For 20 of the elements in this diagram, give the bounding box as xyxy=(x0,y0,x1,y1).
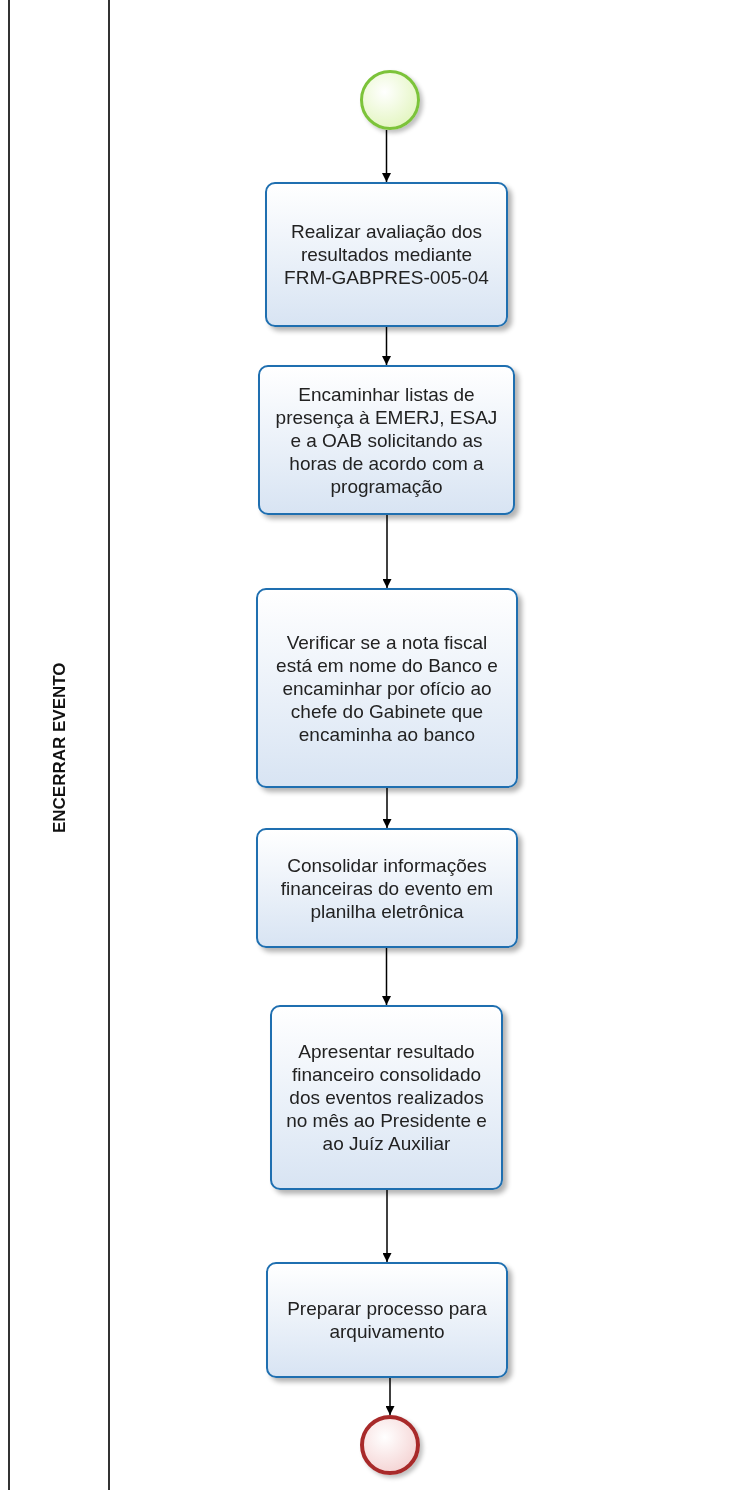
arrow xyxy=(382,514,392,589)
task-box xyxy=(265,182,508,327)
task-label: Consolidar informações financeiras do evento em planilha eletrônica xyxy=(279,853,495,923)
lane-label: ENCERRAR EVENTO xyxy=(48,662,70,834)
task-label: Realizar avaliação dos resultados mediante FRM-GABPRES-005-04 xyxy=(283,220,490,289)
arrow xyxy=(382,326,391,366)
task-box xyxy=(270,1005,503,1190)
arrow xyxy=(382,1189,392,1263)
arrow xyxy=(385,1377,395,1416)
arrow xyxy=(382,787,392,829)
arrow xyxy=(382,129,391,183)
arrow xyxy=(382,947,391,1006)
task-label: Encaminhar listas de presença à EMERJ, ESAJ e a OAB solicitando as horas de acordo com a programação xyxy=(274,382,499,498)
task-box xyxy=(256,588,518,788)
task-label: Verificar se a nota fiscal está em nome do Banco e encaminhar por ofício ao chefe do Gabinete que encaminha ao banco xyxy=(275,630,499,746)
task-box xyxy=(266,1262,508,1378)
task-box xyxy=(258,365,515,515)
task-box xyxy=(256,828,518,948)
task-label: Preparar processo para arquivamento xyxy=(286,1297,488,1343)
task-label: Apresentar resultado financeiro consolidado dos eventos realizados no mês ao Presidente e ao Juíz Auxiliar xyxy=(285,1040,488,1155)
